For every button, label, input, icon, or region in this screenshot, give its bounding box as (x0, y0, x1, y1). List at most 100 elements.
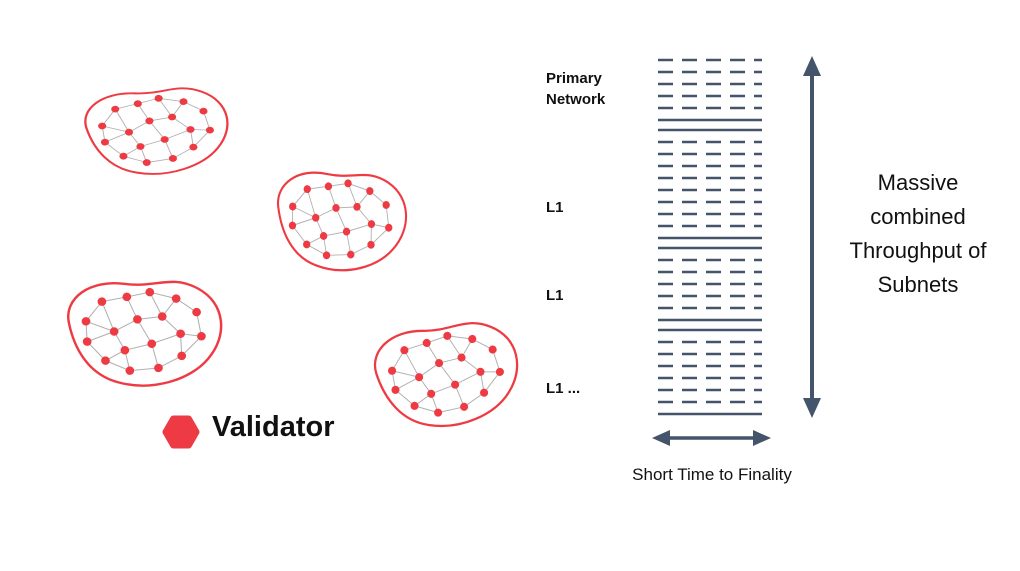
network-edge (391, 370, 420, 378)
validator-node (460, 402, 469, 411)
network-edge (483, 371, 501, 394)
network-edge (463, 392, 485, 408)
network-edge (438, 406, 465, 414)
network-edge (113, 318, 138, 332)
network-edge (446, 335, 462, 358)
validator-node (312, 213, 320, 222)
validator-node (81, 317, 91, 326)
finality-arrow (652, 430, 771, 446)
validator-node (324, 182, 333, 191)
network-edge (193, 129, 211, 148)
network-edge (151, 333, 181, 345)
validator-node (391, 385, 400, 394)
validator-node (488, 345, 497, 354)
network-edge (105, 360, 131, 372)
validator-node (125, 366, 135, 375)
validator-node (288, 221, 297, 230)
validator-node (289, 202, 297, 211)
validator-node (122, 292, 132, 302)
validator-legend-label: Validator (212, 411, 335, 443)
validator-node (434, 408, 443, 417)
network-edge (114, 108, 130, 133)
stack-label-l1-3: L1 ... (546, 380, 581, 397)
validator-node (154, 363, 163, 373)
stack-label-l1-1: L1 (546, 199, 564, 216)
network-edge (86, 330, 115, 343)
validator-node (192, 307, 201, 317)
network-edge (395, 376, 420, 391)
validator-node (157, 312, 167, 321)
validator-node (422, 338, 431, 348)
subnet-boundary (84, 87, 229, 175)
network-edge (346, 223, 372, 233)
network-edge (335, 207, 347, 232)
network-edge (140, 139, 165, 147)
network-edge (315, 207, 337, 219)
network-edge (181, 335, 202, 357)
validator-node (171, 294, 181, 303)
network-edge (347, 183, 358, 208)
validator-node (100, 138, 109, 146)
validator-node (197, 332, 206, 341)
validator-node (344, 179, 352, 188)
network-edge (86, 341, 106, 361)
throughput-arrow (803, 56, 821, 418)
validator-node (303, 240, 311, 249)
validator-node (133, 315, 142, 324)
validator-node (111, 105, 120, 113)
network-cluster (373, 322, 519, 428)
validator-node (124, 128, 134, 136)
network-edge (414, 405, 439, 414)
network-edge (158, 97, 184, 103)
network-edge (158, 355, 182, 369)
stack-label-primary-network: Primary Network (546, 70, 606, 108)
validator-node (176, 329, 185, 338)
validator-node (347, 250, 355, 259)
validator-node (205, 126, 214, 134)
validator-node (199, 107, 208, 115)
validator-node (147, 339, 157, 349)
network-edge (128, 120, 150, 133)
validator-node (168, 113, 177, 121)
validator-node (145, 287, 155, 297)
validator-node (443, 331, 452, 340)
arrow-head-down-icon (803, 398, 821, 418)
validator-node (353, 202, 361, 211)
validator-node (101, 356, 110, 365)
validator-node (142, 159, 151, 166)
validator-node (382, 201, 390, 209)
arrow-head-left-icon (652, 430, 670, 446)
network-edge (146, 158, 174, 163)
validator-node (367, 240, 375, 249)
network-edge (292, 217, 316, 226)
validator-node (119, 152, 128, 160)
validator-node (435, 359, 444, 368)
network-edge (85, 320, 115, 332)
network-edge (350, 244, 372, 256)
network-edge (104, 141, 124, 157)
validator-node (387, 366, 397, 375)
network-edge (306, 243, 327, 256)
validator-node (179, 98, 188, 106)
validator-node (133, 100, 142, 108)
network-edge (102, 125, 130, 133)
network-edge (292, 206, 316, 219)
validator-node (168, 155, 177, 162)
validator-node (400, 346, 409, 355)
network-edge (447, 335, 473, 340)
network-edge (149, 291, 163, 317)
network-edge (430, 384, 456, 395)
network-edge (123, 155, 147, 163)
network-edge (395, 389, 415, 407)
validator-node (332, 203, 340, 212)
validator-node (468, 334, 477, 344)
validator-node (136, 143, 145, 150)
validator-node (189, 143, 198, 151)
validator-node (322, 251, 331, 260)
network-edge (101, 301, 115, 332)
validator-node (451, 380, 460, 389)
validator-node (480, 388, 489, 397)
validator-node (98, 122, 107, 130)
